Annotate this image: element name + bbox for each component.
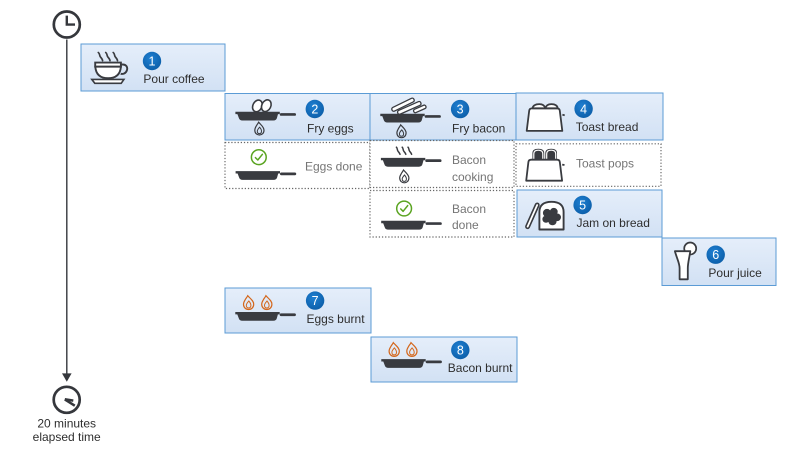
svg-text:Bacon burnt: Bacon burnt: [448, 361, 513, 375]
svg-text:8: 8: [457, 344, 464, 358]
svg-text:6: 6: [712, 248, 719, 262]
svg-text:20 minutes: 20 minutes: [37, 417, 96, 431]
svg-text:Bacon: Bacon: [452, 153, 486, 167]
svg-text:Jam on bread: Jam on bread: [577, 216, 650, 230]
svg-text:cooking: cooking: [452, 170, 493, 184]
svg-text:Toast bread: Toast bread: [576, 120, 639, 134]
svg-text:Pour coffee: Pour coffee: [143, 72, 204, 86]
svg-text:Pour juice: Pour juice: [708, 266, 762, 280]
svg-text:4: 4: [580, 102, 587, 116]
svg-text:Toast pops: Toast pops: [576, 157, 634, 171]
svg-text:Eggs done: Eggs done: [305, 159, 363, 173]
svg-text:5: 5: [579, 199, 586, 213]
svg-text:Fry bacon: Fry bacon: [452, 122, 505, 136]
svg-text:2: 2: [311, 103, 318, 117]
svg-text:Fry eggs: Fry eggs: [307, 121, 354, 135]
svg-text:Eggs burnt: Eggs burnt: [307, 312, 366, 326]
svg-text:7: 7: [312, 294, 319, 308]
svg-text:1: 1: [149, 55, 156, 69]
svg-text:done: done: [452, 218, 479, 232]
svg-text:3: 3: [457, 103, 464, 117]
svg-text:elapsed time: elapsed time: [33, 430, 101, 444]
svg-text:Bacon: Bacon: [452, 202, 486, 216]
